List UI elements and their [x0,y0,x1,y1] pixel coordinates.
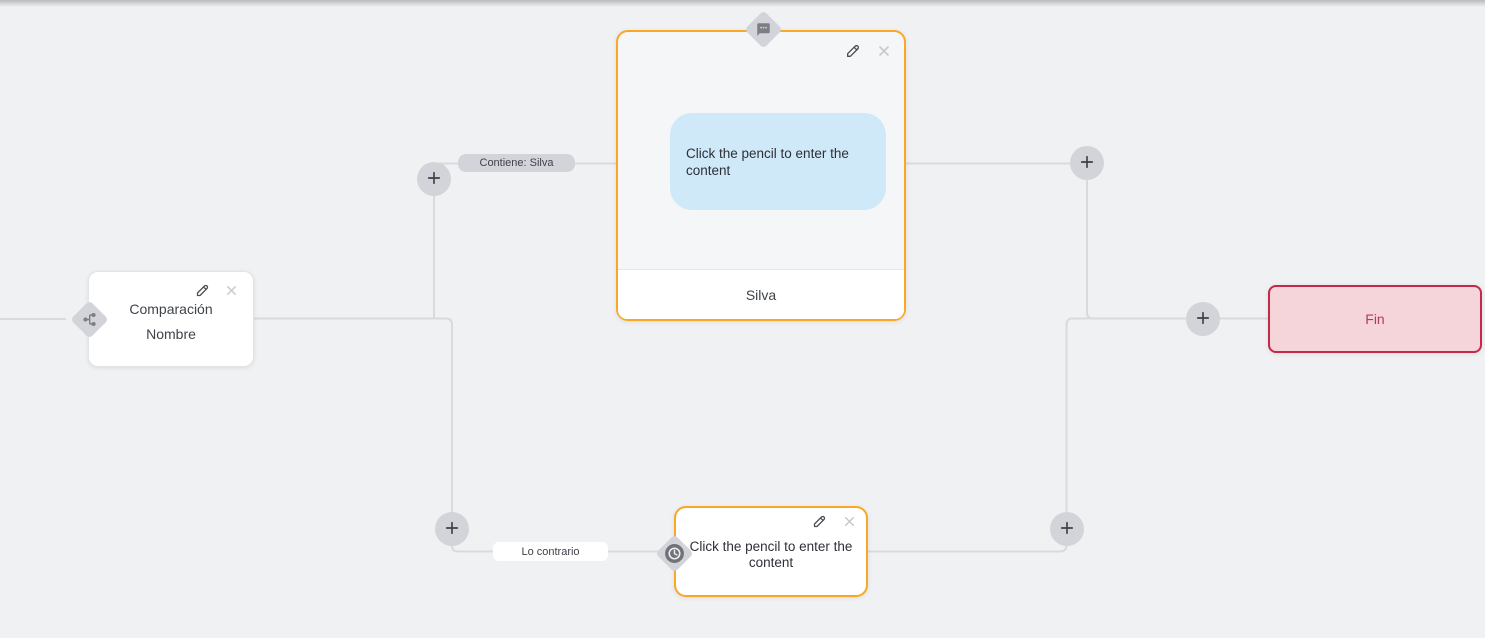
chat-bubble-icon [756,22,771,37]
node-actions [195,283,239,298]
branch-icon [82,312,97,327]
plus-icon [1194,309,1212,330]
plus-icon [425,169,443,190]
add-node-button[interactable] [1186,302,1220,336]
clock-icon [664,543,685,564]
add-node-button[interactable] [435,512,469,546]
message-footer: Silva [618,269,904,319]
plus-icon [1058,519,1076,540]
pencil-icon[interactable] [845,43,861,59]
close-icon[interactable] [876,43,892,59]
pencil-icon[interactable] [195,283,210,298]
top-shadow [0,0,1485,7]
end-node[interactable]: Fin [1268,285,1482,353]
edge-label-contains[interactable]: Contiene: Silva [458,154,575,172]
edge-condition-to-message [433,162,616,319]
close-icon[interactable] [224,283,239,298]
branch-port [70,300,109,339]
node-actions [812,514,857,529]
message-footer-text: Silva [745,286,777,303]
edge-delay-to-end [868,317,1100,553]
message-node[interactable]: Click the pencil to enter the content Si… [616,10,906,321]
edge-condition-to-delay [254,317,660,553]
delay-node[interactable]: Click the pencil to enter the content [655,506,868,597]
edge-message-to-end [906,162,1268,320]
node-actions [845,43,892,59]
condition-node[interactable]: Comparación Nombre [70,271,254,367]
condition-title-line1: Comparación [129,301,213,317]
delay-port [655,534,694,573]
message-bubble: Click the pencil to enter the content [670,113,886,210]
condition-title-line2: Nombre [146,326,196,342]
plus-icon [1078,153,1096,174]
pencil-icon[interactable] [812,514,827,529]
add-node-button[interactable] [417,162,451,196]
end-node-label: Fin [1365,311,1385,327]
add-node-button[interactable] [1050,512,1084,546]
delay-node-text: Click the pencil to enter the content [689,539,853,570]
message-port [744,10,783,49]
edge-label-otherwise[interactable]: Lo contrario [493,542,608,561]
close-icon[interactable] [842,514,857,529]
plus-icon [443,519,461,540]
condition-title: Comparación Nombre [89,297,253,347]
add-node-button[interactable] [1070,146,1104,180]
message-bubble-text: Click the pencil to enter the content [686,145,849,178]
